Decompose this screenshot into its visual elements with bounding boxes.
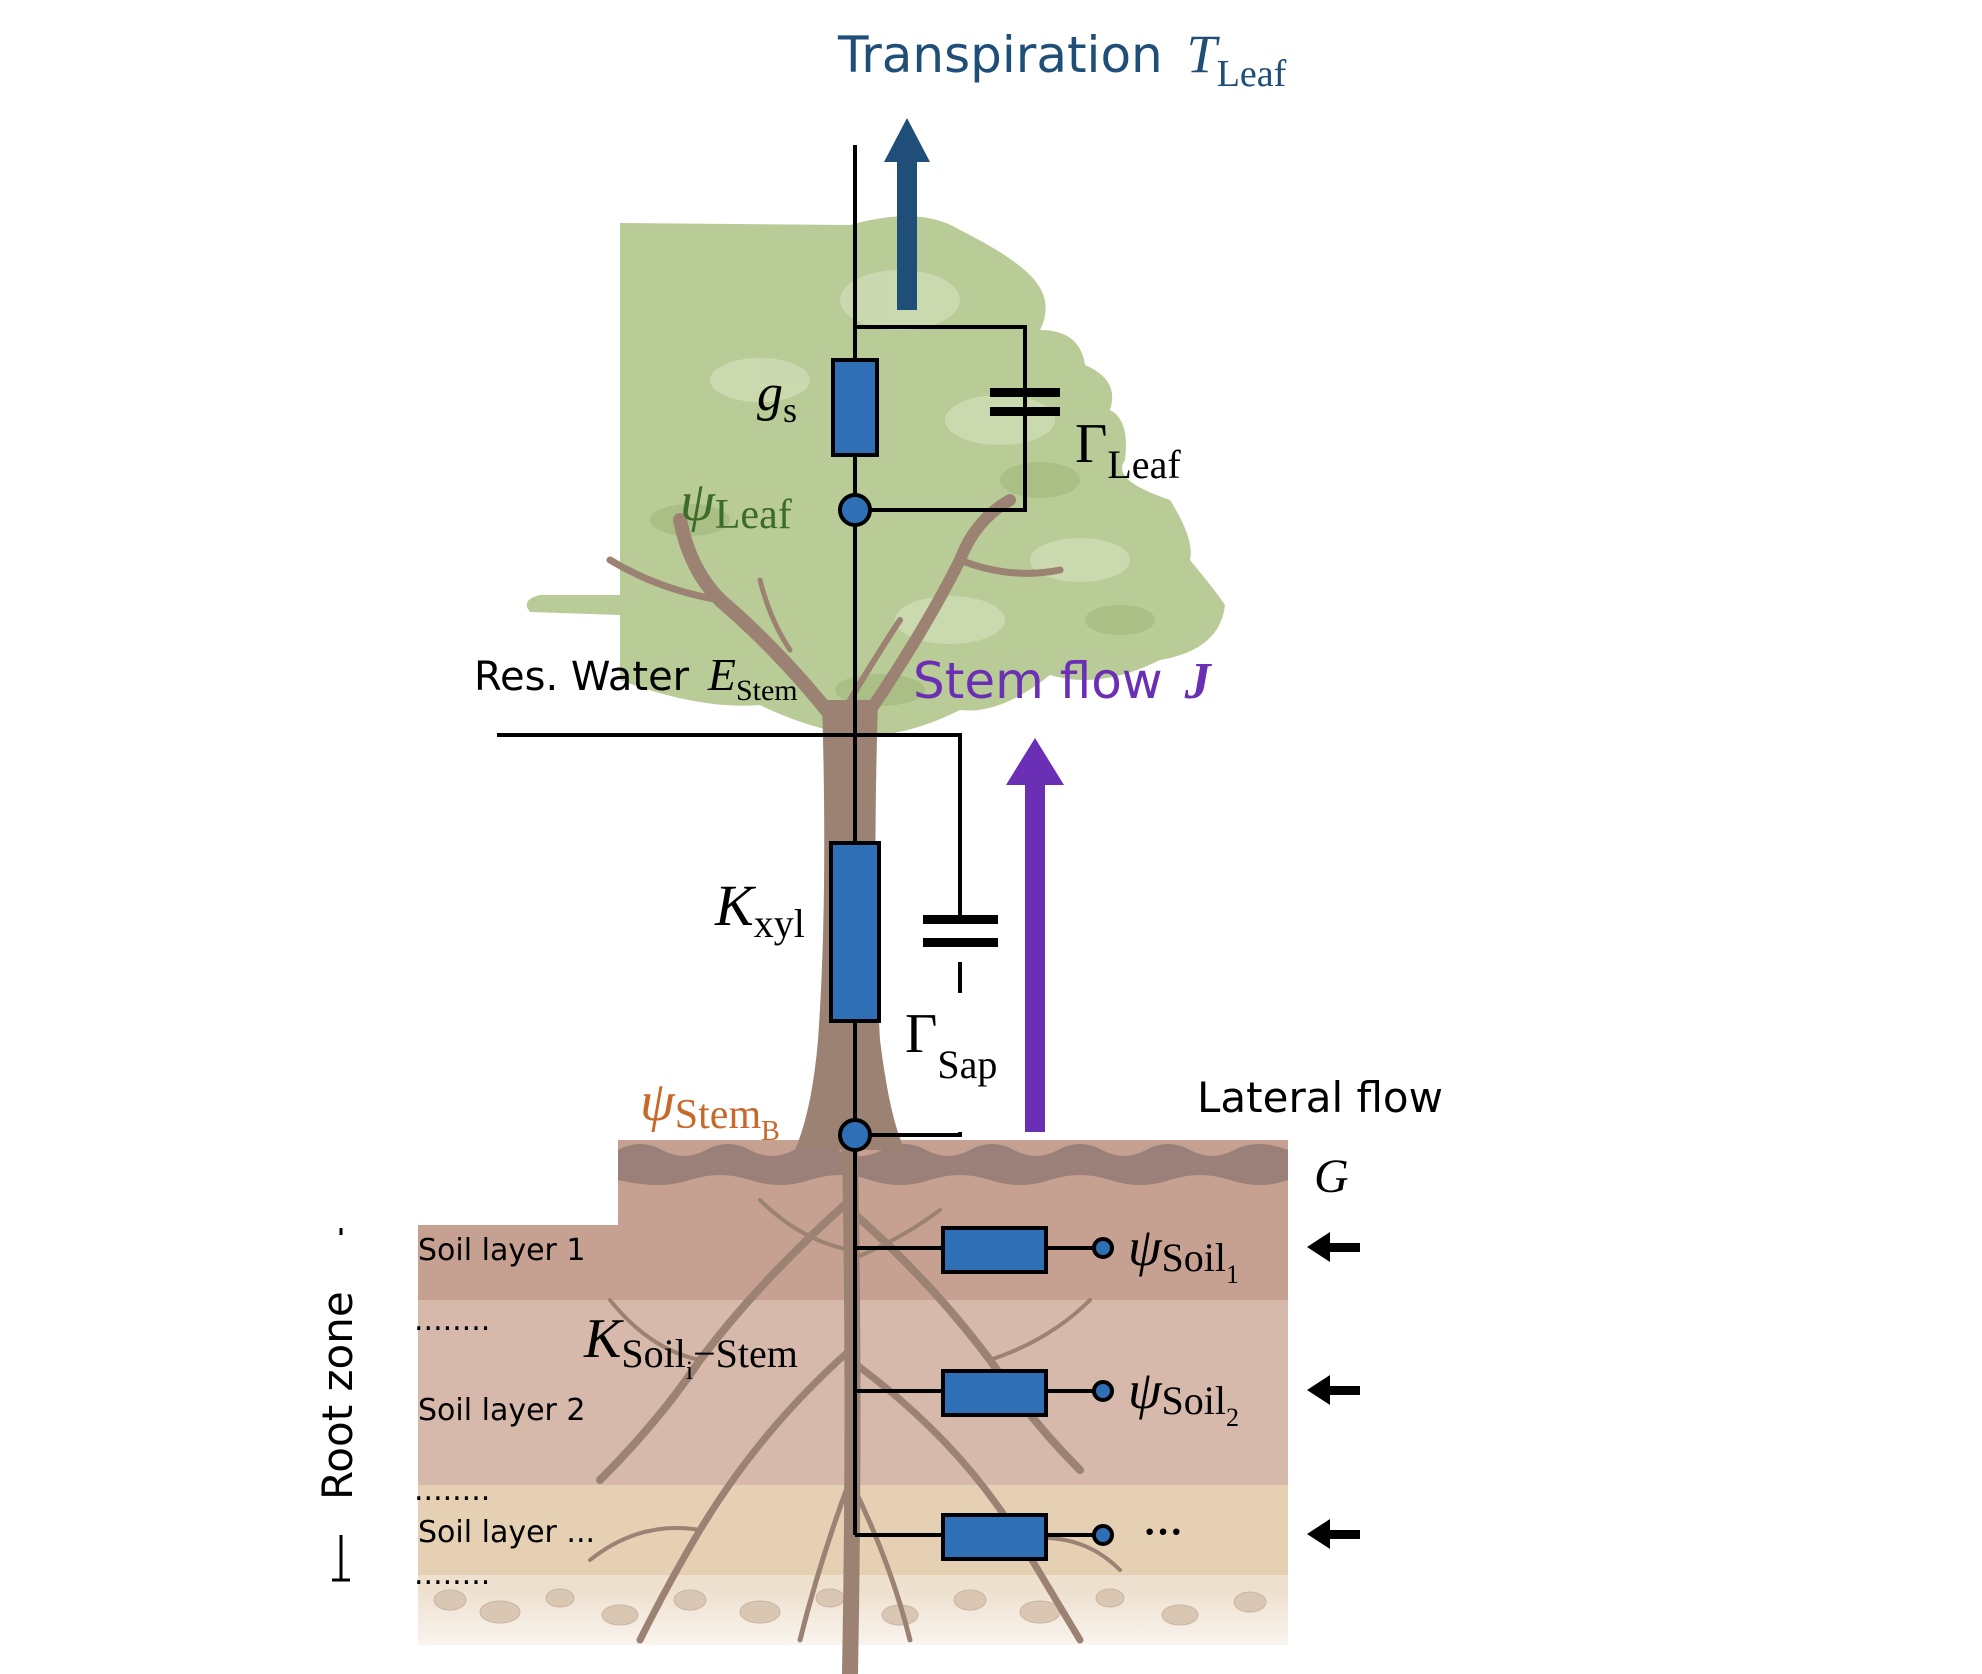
soil-layer-1-label: Soil layer 1 [418,1233,586,1268]
layer-separator-dots-3: ........ [414,1557,490,1592]
psi-soil-1-label: ψSoil1 [1128,1217,1239,1289]
capacitor-sap [923,915,998,947]
node-psi-soil-1 [1092,1237,1114,1259]
psi-stem-b-label: ψStemB [640,1071,780,1147]
layer-separator-dots-1: ........ [414,1303,490,1338]
root-zone-bracket [332,1228,350,1582]
lateral-inflow-arrow-2 [1307,1375,1360,1405]
resistor-ksoil-2 [941,1369,1048,1417]
stem-flow-arrow [1006,738,1064,1132]
lateral-inflow-arrow-3 [1307,1519,1360,1549]
canopy [526,216,1225,747]
resistor-kxyl [829,841,881,1023]
resistor-ksoil-1 [941,1226,1048,1274]
soil-layer-3-label: Soil layer ... [418,1515,595,1550]
node-psi-stem-b [838,1118,872,1152]
leaf-capacitor-branch [855,325,1027,512]
capacitor-leaf [990,388,1060,416]
soil-layer-2-label: Soil layer 2 [418,1393,586,1428]
canopy-shape [526,216,1225,736]
node-psi-soil-3 [1092,1524,1114,1546]
resistor-gs [831,358,879,457]
ksoil-stem-label: KSoili−Stem [583,1308,798,1385]
layer-separator-dots-2: ........ [414,1473,490,1508]
psi-soil-3-label: ··· [1143,1509,1183,1554]
soil-pebbles [433,1588,1267,1626]
kxyl-label: Kxyl [714,873,805,946]
lateral-flow-symbol: G [1314,1150,1349,1203]
node-psi-soil-2 [1092,1380,1114,1402]
lateral-inflow-arrow-1 [1307,1232,1360,1262]
resistor-ksoil-3 [941,1513,1048,1561]
branches [606,494,1064,747]
gamma-leaf-label: ΓLeaf [1075,413,1181,487]
soil-surface-crust [618,1144,1288,1185]
res-water-branch [497,733,962,922]
lateral-flow-label: Lateral flow [1197,1073,1443,1122]
sap-capacitor-bottom-branch [855,1132,962,1137]
gs-label: gs [757,365,797,430]
res-water-label: Res. Water EStem [474,649,798,707]
root-zone-label: Root zone [313,1291,362,1500]
psi-leaf-label: ψLeaf [680,471,792,538]
stem-flow-label: Stem flow J [913,652,1213,710]
transpiration-label: Transpiration TLeaf [837,24,1287,95]
node-psi-leaf [838,493,872,527]
gamma-sap-label: ΓSap [905,1003,997,1087]
transpiration-arrow [884,118,930,310]
psi-soil-2-label: ψSoil2 [1128,1360,1239,1432]
